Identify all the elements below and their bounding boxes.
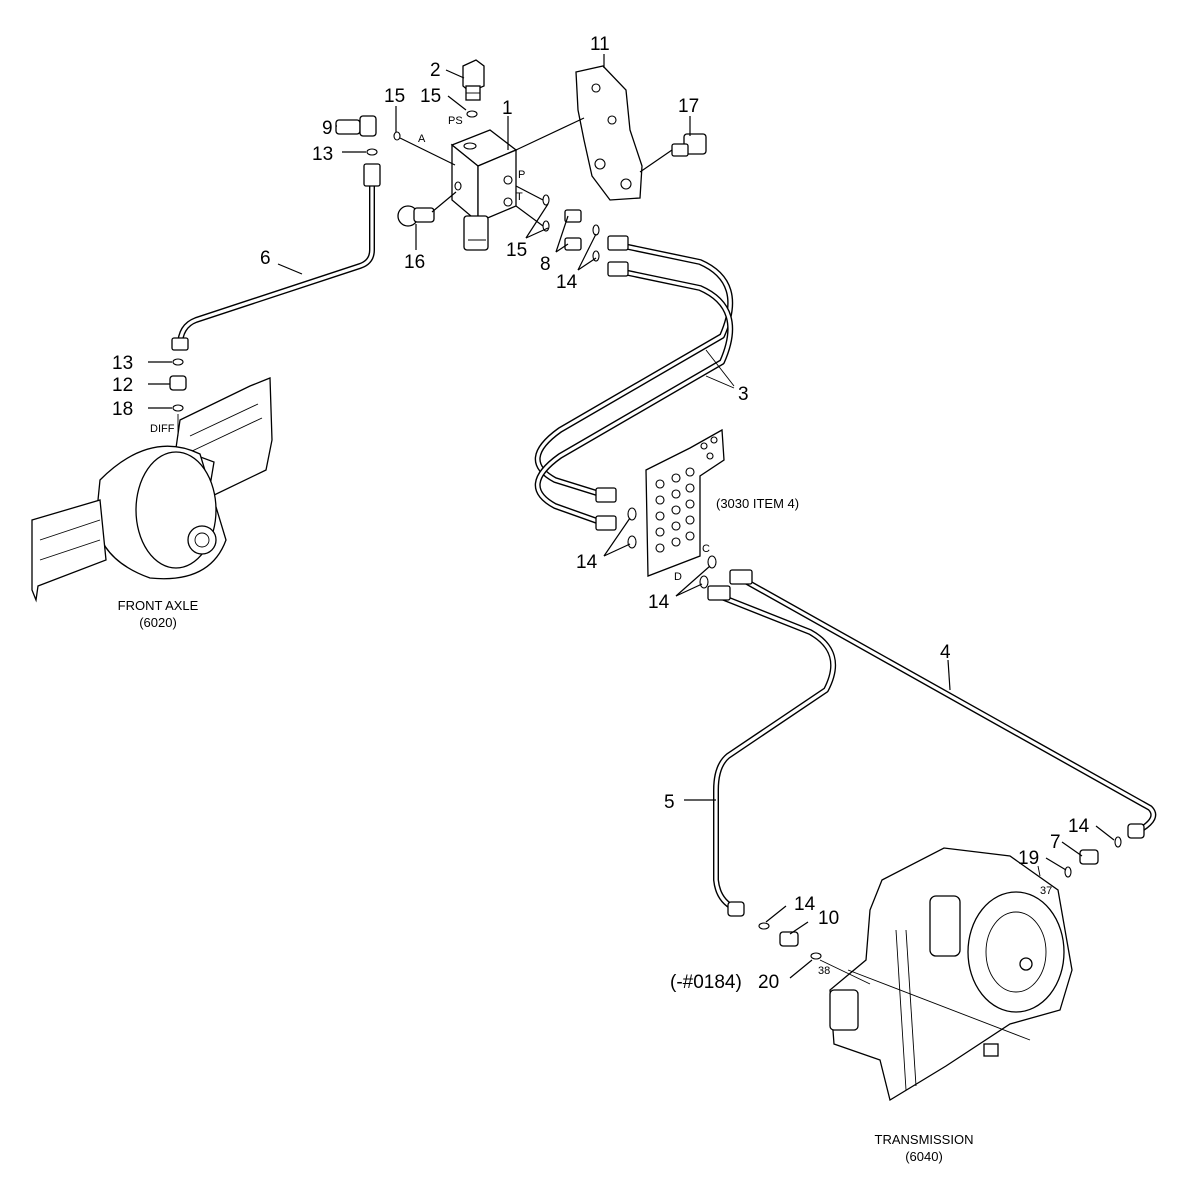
callout-11: 11 [590, 34, 610, 55]
callout-15a: 15 [384, 86, 405, 107]
front-axle [31, 377, 273, 603]
callout-15b: 15 [420, 86, 441, 107]
front-axle-ref: (6020) [139, 615, 177, 630]
mounting-bracket [515, 65, 643, 201]
port-label-a: A [418, 133, 426, 145]
note-serial-prefix: (-#0184) [670, 972, 742, 993]
port-label-ps: PS [448, 115, 463, 127]
hose-pair-3 [534, 235, 735, 531]
callout-9: 9 [322, 118, 333, 139]
port-label-c: C [702, 543, 710, 555]
callout-16: 16 [404, 252, 425, 273]
elbow-fitting-9 [335, 115, 456, 166]
port-labels: PS A P T C D DIFF 37 38 [150, 115, 1052, 977]
callout-1: 1 [502, 98, 513, 119]
callout-7: 7 [1050, 832, 1061, 853]
callout-5: 5 [664, 792, 675, 813]
callout-17: 17 [678, 96, 699, 117]
port-label-p: P [518, 169, 525, 181]
hose-4 [729, 569, 1157, 839]
callout-14c: 14 [648, 592, 670, 613]
transmission-ref: (6040) [905, 1149, 943, 1164]
small-number-38: 38 [818, 965, 830, 977]
note-3030-item-4: (3030 ITEM 4) [716, 496, 799, 511]
transmission [829, 847, 1073, 1102]
transmission-fittings [758, 836, 1122, 985]
notes: (3030 ITEM 4) (-#0184) FRONT AXLE (6020)… [118, 496, 974, 1164]
transmission-title: TRANSMISSION [875, 1132, 974, 1147]
hose-6 [171, 148, 381, 351]
callout-10: 10 [818, 908, 839, 929]
callout-15c: 15 [506, 240, 527, 261]
callout-4: 4 [940, 642, 951, 663]
callout-14a: 14 [556, 272, 578, 293]
callout-12: 12 [112, 375, 133, 396]
callout-13a: 13 [312, 144, 333, 165]
callout-3: 3 [738, 384, 749, 405]
pressure-switch [462, 59, 485, 118]
manifold-plate [627, 428, 725, 589]
front-axle-title: FRONT AXLE [118, 598, 199, 613]
callout-8: 8 [540, 254, 551, 275]
callout-18: 18 [112, 399, 133, 420]
callout-14b: 14 [576, 552, 598, 573]
callout-19: 19 [1018, 848, 1039, 869]
fittings-8 [515, 185, 600, 262]
callout-numbers: 1 2 3 4 5 6 7 8 9 10 11 12 13 13 14 14 1… [112, 34, 1090, 993]
callout-13b: 13 [112, 353, 133, 374]
manifold-ports [655, 467, 695, 553]
leader-lines [148, 54, 1115, 979]
callout-14d: 14 [1068, 816, 1090, 837]
callout-20: 20 [758, 972, 779, 993]
banjo-bolt-16 [397, 191, 457, 227]
port-label-t: T [516, 191, 523, 203]
bolt-17 [639, 133, 707, 173]
hose-5 [707, 585, 837, 917]
axle-fittings [169, 358, 187, 412]
valve-block [450, 129, 518, 251]
callout-6: 6 [260, 248, 271, 269]
port-label-diff: DIFF [150, 423, 175, 435]
callout-2: 2 [430, 60, 441, 81]
small-number-37: 37 [1040, 885, 1052, 897]
port-label-d: D [674, 571, 682, 583]
callout-14e: 14 [794, 894, 816, 915]
